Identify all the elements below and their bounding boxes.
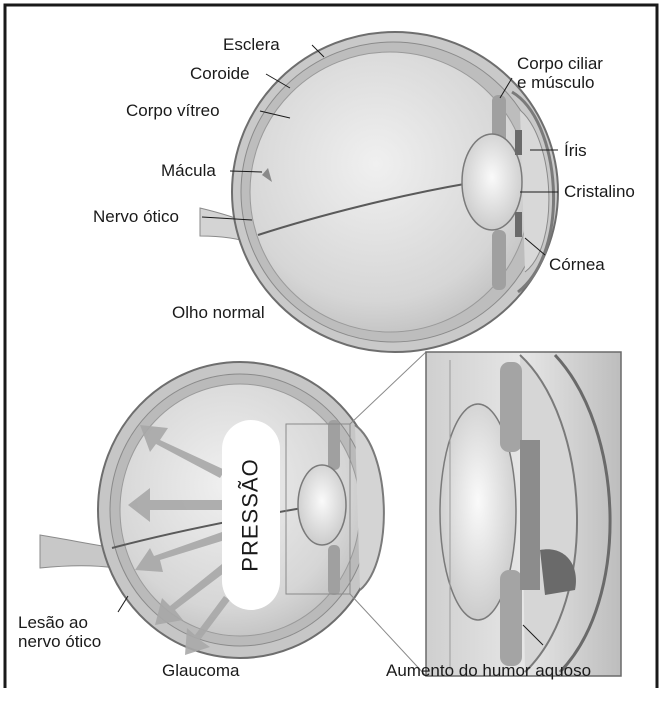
eye-glaucoma-illustration bbox=[40, 362, 384, 658]
label-coroide: Coroide bbox=[190, 64, 250, 83]
label-corpo-ciliar-2: e músculo bbox=[517, 73, 594, 92]
label-esclera: Esclera bbox=[223, 35, 280, 54]
pressao-text: PRESSÃO bbox=[238, 458, 264, 571]
label-iris: Íris bbox=[564, 141, 587, 160]
label-lesao: Lesão ao bbox=[18, 613, 88, 632]
label-cristalino: Cristalino bbox=[564, 182, 635, 201]
label-corpo-ciliar: Corpo ciliar bbox=[517, 54, 603, 73]
label-aumento-humor: Aumento do humor aquoso bbox=[386, 661, 591, 680]
label-corpo-vitreo: Corpo vítreo bbox=[126, 101, 220, 120]
label-macula: Mácula bbox=[161, 161, 216, 180]
label-lesao-2: nervo ótico bbox=[18, 632, 101, 651]
zoom-detail-illustration bbox=[426, 352, 621, 676]
label-pressao: PRESSÃO bbox=[222, 420, 280, 610]
label-cornea: Córnea bbox=[549, 255, 605, 274]
label-glaucoma: Glaucoma bbox=[162, 661, 239, 680]
label-olho-normal: Olho normal bbox=[172, 303, 265, 322]
label-nervo-otico: Nervo ótico bbox=[93, 207, 179, 226]
